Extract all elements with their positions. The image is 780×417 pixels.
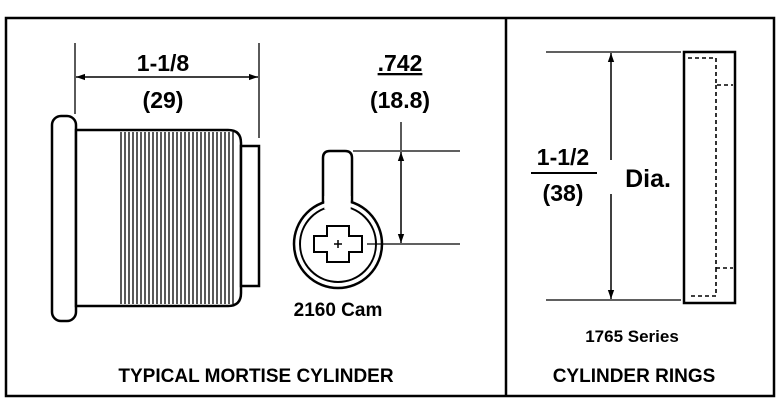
- diameter-dimension: 1-1/2 (38) Dia.: [531, 51, 684, 301]
- cylinder-flange: [50, 114, 78, 323]
- diameter-metric: (38): [543, 180, 584, 206]
- cylinder-side-view: [50, 114, 261, 323]
- cam-end-view: [292, 149, 384, 290]
- cylinder-threads: [120, 132, 234, 304]
- cylinder-ring-body: [682, 50, 737, 305]
- length-dimension: 1-1/8 (29): [74, 43, 260, 138]
- cam-dimension-metric: (18.8): [370, 87, 430, 113]
- cam-dimension-value: .742: [378, 50, 423, 76]
- outer-frame: [4, 16, 776, 398]
- cylinder-ring-profile: [682, 50, 737, 305]
- cam-label: 2160 Cam: [294, 300, 383, 321]
- cam-tail: [321, 149, 354, 209]
- right-panel-caption: CYLINDER RINGS: [553, 366, 716, 387]
- length-dimension-fraction: 1-1/8: [137, 50, 190, 76]
- diameter-fraction: 1-1/2: [537, 144, 589, 170]
- cam-dimension: .742 (18.8): [353, 50, 460, 245]
- length-dimension-metric: (29): [143, 87, 184, 113]
- diameter-suffix: Dia.: [625, 165, 671, 193]
- cam-tail-cover: [324, 196, 351, 209]
- left-panel-caption: TYPICAL MORTISE CYLINDER: [118, 366, 393, 387]
- cam-center-mark: [334, 240, 342, 248]
- cylinder-back-boss: [239, 144, 261, 288]
- series-label: 1765 Series: [585, 327, 679, 346]
- diameter-label-backing: [602, 160, 684, 194]
- cylinder-ring-hidden-line: [688, 57, 733, 297]
- cylinder-body: [74, 128, 243, 308]
